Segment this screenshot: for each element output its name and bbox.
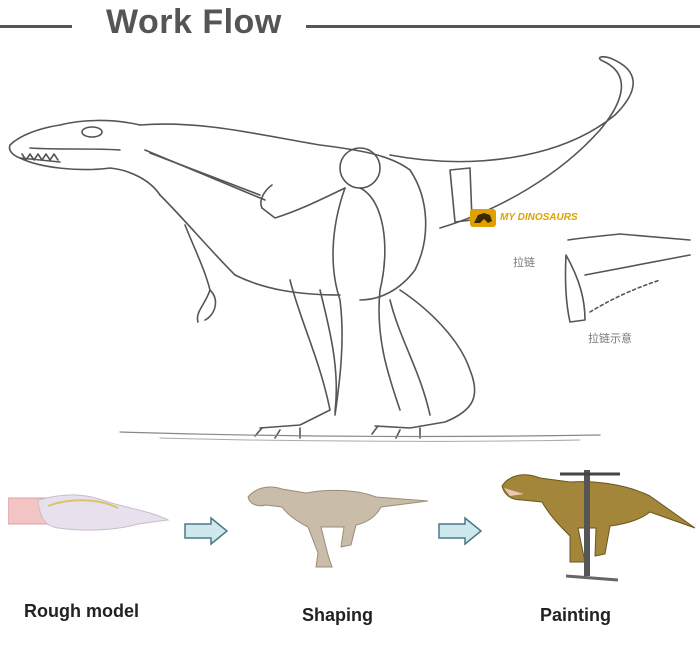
step-label-painting: Painting xyxy=(540,605,611,625)
arrow-right-icon xyxy=(438,516,483,546)
step-label-rough-model: Rough model xyxy=(24,601,139,621)
rough-model-image xyxy=(8,494,170,531)
brand-logo-text: MY DINOSAURS xyxy=(500,212,578,223)
section-header: Work Flow xyxy=(0,0,700,52)
arrow-right-icon xyxy=(184,516,229,546)
shaping-model-image xyxy=(247,486,429,568)
dinosaur-logo-icon xyxy=(470,209,496,227)
sketch-annotation-upper: 拉链 xyxy=(513,256,535,269)
step-label-shaping: Shaping xyxy=(302,605,373,625)
dinosaur-sketch-illustration xyxy=(8,55,691,442)
section-title: Work Flow xyxy=(106,3,282,41)
brand-logo: MY DINOSAURS xyxy=(470,207,590,231)
painted-model-image xyxy=(501,470,696,582)
sketch-annotation-lower: 拉链示意 xyxy=(588,332,632,345)
header-rule-left xyxy=(0,25,72,28)
header-rule-right xyxy=(306,25,700,28)
